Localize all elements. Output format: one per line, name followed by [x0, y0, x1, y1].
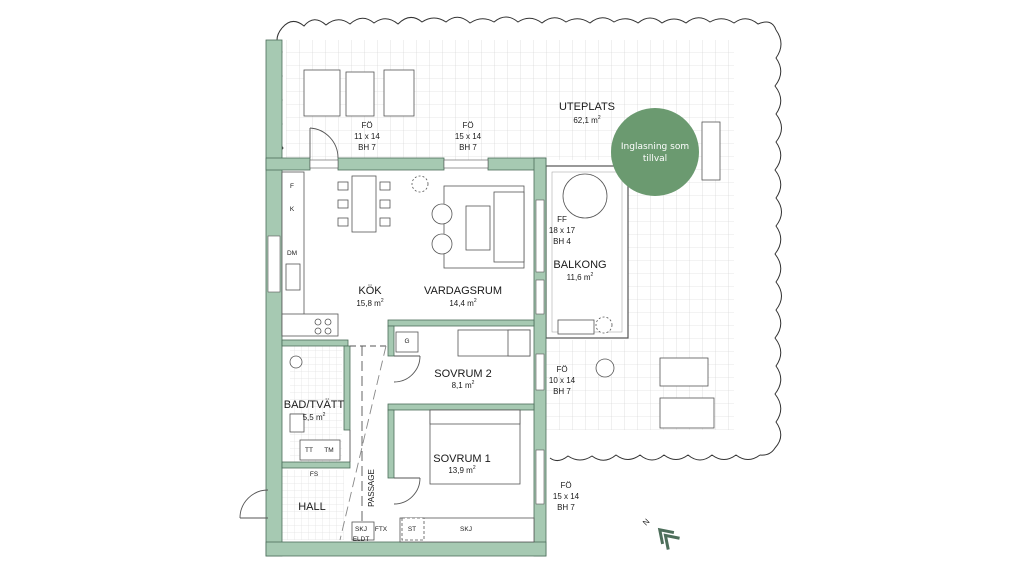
window-labels: FÖ 11 x 14 BH 7 FÖ 15 x 14 BH 7 FF 18 x …	[354, 121, 579, 512]
hall-tiles	[282, 470, 344, 540]
room-name-badtvatt: BAD/TVÄTT	[284, 399, 345, 411]
room-name-kok: KÖK	[358, 285, 382, 297]
room-name-vardagsrum: VARDAGSRUM	[424, 285, 502, 297]
terrace-tiles-side	[628, 160, 734, 430]
window-bh: BH 4	[553, 237, 571, 246]
fixture-label-k: K	[290, 206, 295, 213]
fixture-label-skj: SKJ	[460, 526, 472, 533]
badge-line1: Inglasning som	[621, 142, 689, 152]
room-name-hall: HALL	[298, 501, 326, 513]
window-type: FÖ	[560, 481, 571, 490]
room-area-sovrum2: 8,1 m2	[452, 380, 475, 390]
fixture-label-skj: SKJ	[355, 526, 367, 533]
room-area-vardagsrum: 14,4 m2	[449, 298, 476, 308]
window-size: 15 x 14	[553, 492, 580, 501]
window-type: FÖ	[462, 121, 473, 130]
room-name-uteplats: UTEPLATS	[559, 101, 615, 113]
fixture-labels: F K DM G TT TM FS SKJ FTX ELDT ST SKJ	[287, 183, 472, 543]
room-area-sovrum1: 13,9 m2	[448, 465, 475, 475]
north-label: N	[641, 517, 652, 528]
room-name-passage: PASSAGE	[367, 469, 376, 507]
window-size: 18 x 17	[549, 226, 576, 235]
kitchen-counters	[281, 171, 339, 337]
fixture-label-dm: DM	[287, 250, 297, 257]
north-arrow-chevron	[657, 527, 675, 545]
fixture-label-eldt: ELDT	[353, 536, 370, 543]
window-type: FÖ	[361, 121, 372, 130]
furniture	[289, 69, 721, 543]
fixture-label-ftx: FTX	[375, 526, 388, 533]
fixture-label-fs: FS	[310, 471, 319, 478]
badge-line2: tillval	[643, 154, 667, 164]
room-name-sovrum2: SOVRUM 2	[434, 368, 491, 380]
window-bh: BH 7	[358, 143, 376, 152]
window-size: 15 x 14	[455, 132, 482, 141]
room-name-balkong: BALKONG	[553, 259, 606, 271]
fixture-label-st: ST	[408, 526, 416, 533]
room-area-badtvatt: 5,5 m2	[303, 412, 326, 422]
fixture-label-tt: TT	[305, 447, 313, 454]
terrace-tiles-corner	[545, 340, 628, 430]
glazing-option-badge	[611, 108, 699, 196]
window-bh: BH 7	[557, 503, 575, 512]
north-arrow	[657, 527, 680, 550]
fixture-label-g: G	[404, 338, 409, 345]
doors	[239, 127, 421, 541]
room-name-sovrum1: SOVRUM 1	[433, 453, 490, 465]
window-bh: BH 7	[459, 143, 477, 152]
fixture-label-f: F	[290, 183, 294, 190]
window-size: 10 x 14	[549, 376, 576, 385]
window-type: FÖ	[556, 365, 567, 374]
room-area-balkong: 11,6 m2	[567, 272, 594, 282]
room-labels: UTEPLATS 62,1 m2 KÖK 15,8 m2 VARDAGSRUM …	[284, 101, 615, 513]
room-area-kok: 15,8 m2	[356, 298, 383, 308]
window-type: FF	[557, 215, 567, 224]
window-bh: BH 7	[553, 387, 571, 396]
north-arrow-chevron	[663, 533, 680, 550]
fixture-label-tm: TM	[324, 447, 333, 454]
room-area-uteplats: 62,1 m2	[573, 115, 600, 125]
window-size: 11 x 14	[354, 132, 380, 141]
window-openings	[267, 159, 545, 505]
